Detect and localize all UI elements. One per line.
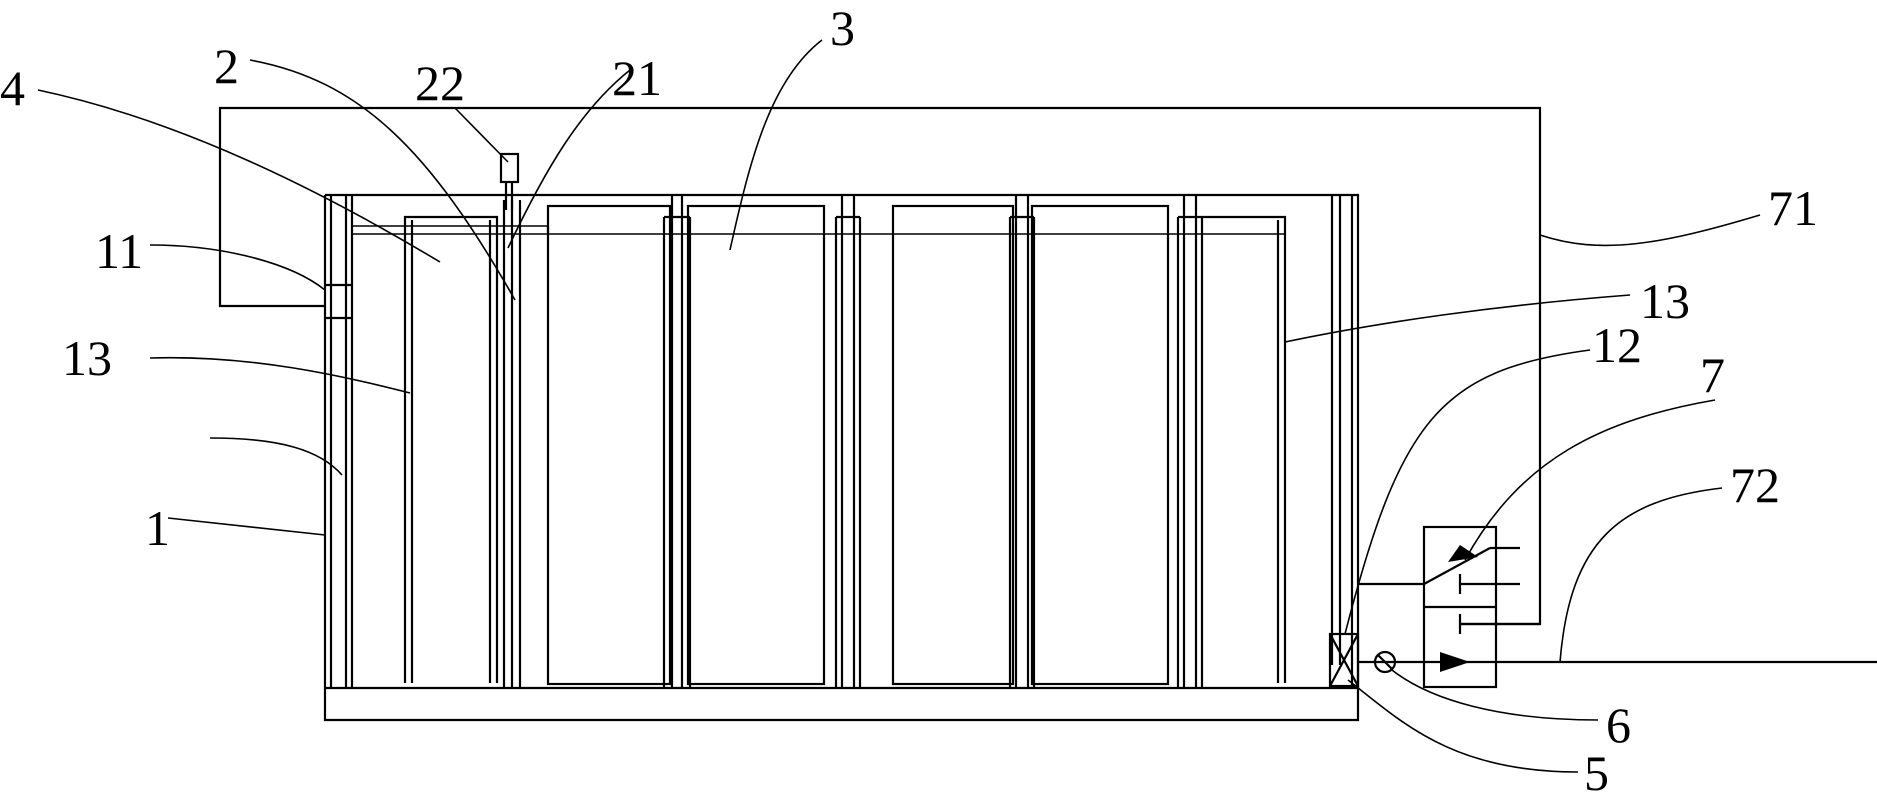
label-7: 7	[1700, 347, 1725, 403]
leader-lines	[37, 39, 1761, 773]
plate-block-3	[662, 195, 826, 688]
label-2: 2	[214, 38, 239, 94]
label-13-left: 13	[62, 330, 112, 386]
label-72: 72	[1730, 457, 1780, 513]
tank-body-1	[323, 193, 1360, 722]
label-5: 5	[1584, 745, 1609, 795]
plate-assembly-left	[403, 200, 522, 688]
label-11: 11	[95, 223, 143, 279]
sensor-22	[499, 152, 520, 210]
labels: 4 2 22 21 3 11 13 1 71 13 12 7 72 6 5	[0, 0, 1818, 795]
plate-block-c	[1008, 195, 1170, 688]
return-pipe-71	[218, 106, 1542, 626]
label-1: 1	[145, 500, 170, 556]
controller-box-7	[1358, 525, 1540, 689]
label-12: 12	[1592, 317, 1642, 373]
label-4: 4	[0, 60, 25, 116]
outlet-pipe-72	[1358, 652, 1877, 672]
valve-5	[1328, 632, 1360, 688]
top-manifold	[352, 225, 1285, 235]
label-21: 21	[612, 50, 662, 106]
divider-middle	[834, 195, 862, 688]
label-13-right: 13	[1640, 273, 1690, 329]
plate-block-b	[891, 204, 1015, 686]
label-22: 22	[415, 55, 465, 111]
label-3: 3	[830, 0, 855, 56]
plate-block-d	[1176, 195, 1287, 688]
label-71: 71	[1768, 180, 1818, 236]
label-6: 6	[1606, 697, 1631, 753]
plate-block-a	[546, 204, 672, 686]
